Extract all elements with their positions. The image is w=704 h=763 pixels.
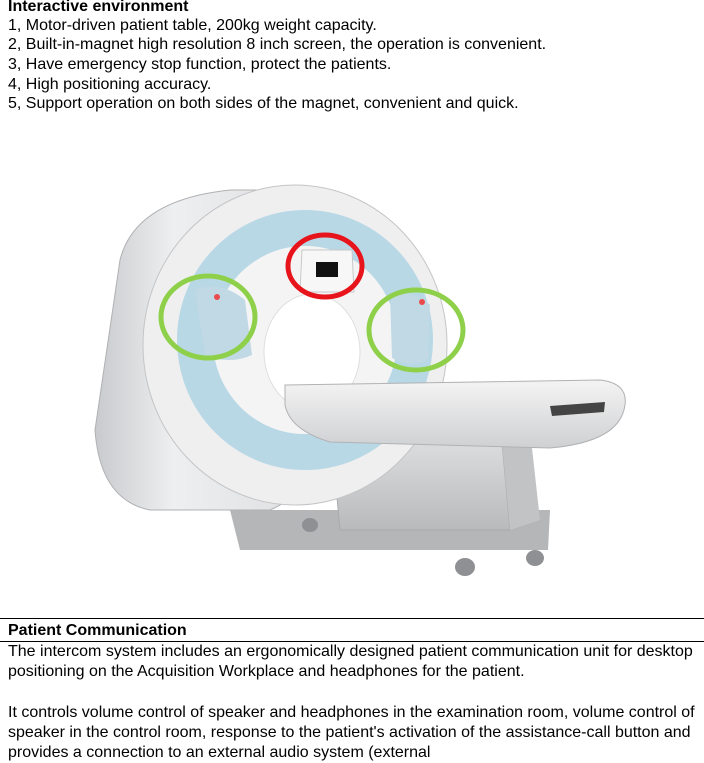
patient-table — [284, 379, 626, 449]
feature-item: 3, Have emergency stop function, protect… — [8, 56, 392, 73]
section-title: Interactive environment — [8, 0, 189, 15]
paragraph: It controls volume control of speaker an… — [8, 704, 695, 761]
feature-item: 2, Built-in-magnet high resolution 8 inc… — [8, 36, 547, 53]
feature-item: 4, High positioning accuracy. — [8, 76, 212, 93]
left-panel-highlight-circle — [158, 273, 258, 361]
wheel — [455, 558, 475, 576]
feature-item: 5, Support operation on both sides of th… — [8, 95, 519, 112]
section-divider — [0, 641, 704, 642]
right-panel-highlight-circle — [366, 287, 466, 373]
section-divider-top — [0, 618, 704, 619]
paragraph: The intercom system includes an ergonomi… — [8, 643, 693, 680]
wheel — [302, 518, 318, 532]
right-control-panel — [390, 293, 430, 364]
feature-item: 1, Motor-driven patient table, 200kg wei… — [8, 17, 377, 34]
screen-highlight-circle — [285, 232, 365, 300]
section-title: Patient Communication — [8, 622, 187, 639]
left-control-panel — [195, 286, 252, 360]
wheel — [526, 550, 544, 566]
mri-scanner-image — [94, 184, 626, 576]
screen — [316, 262, 338, 277]
